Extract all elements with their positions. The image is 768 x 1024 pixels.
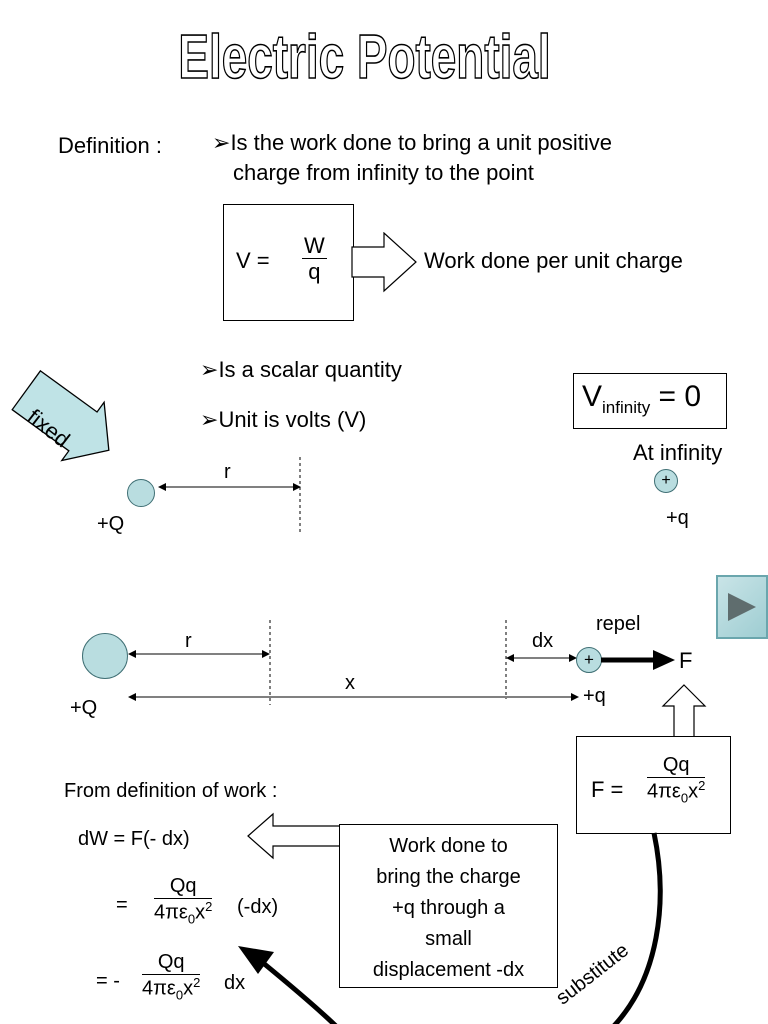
repel-label: repel bbox=[596, 613, 641, 635]
next-slide-button[interactable] bbox=[716, 575, 768, 639]
test-charge-label-1: +q bbox=[666, 507, 689, 529]
r-distance-arrow-1 bbox=[158, 457, 301, 533]
source-charge-label-2: +Q bbox=[70, 697, 98, 719]
work-line-2-suffix: (-dx) bbox=[237, 896, 279, 918]
formula-denominator: q bbox=[308, 259, 321, 285]
work-line-3-suffix: dx bbox=[224, 972, 246, 994]
definition-text-1: Is the work done to bring a unit positiv… bbox=[230, 130, 612, 155]
hollow-arrow-right-icon bbox=[351, 232, 417, 293]
source-charge-ball-2 bbox=[82, 633, 128, 679]
bullet-marker: ➢ bbox=[212, 130, 231, 155]
r-label-1: r bbox=[224, 461, 231, 483]
page-title: Electric Potential bbox=[178, 22, 551, 93]
work-note-text: Work done to bring the charge +q through… bbox=[372, 835, 525, 981]
formula-numerator: W bbox=[302, 233, 327, 260]
play-triangle-icon bbox=[728, 593, 756, 621]
definition-line-1: ➢Is the work done to bring a unit positi… bbox=[212, 130, 612, 156]
r-label-2: r bbox=[185, 630, 192, 652]
x-label: x bbox=[345, 672, 355, 694]
force-lhs: F = bbox=[591, 777, 624, 802]
work-line-1: dW = F(- dx) bbox=[78, 828, 190, 850]
v-infinity-box: Vinfinity = 0 bbox=[573, 373, 727, 429]
test-charge-label-2: +q bbox=[583, 685, 606, 707]
source-charge-label-1: +Q bbox=[97, 513, 125, 535]
work-note-box: Work done to bring the charge +q through… bbox=[339, 824, 558, 988]
bullet-scalar: ➢Is a scalar quantity bbox=[200, 357, 402, 382]
test-charge-ball-1: + bbox=[654, 469, 678, 493]
work-line-3-prefix: = - bbox=[96, 970, 120, 992]
source-charge-ball-1 bbox=[127, 479, 155, 507]
bullet-unit: ➢Unit is volts (V) bbox=[200, 407, 367, 432]
fixed-arrow-icon bbox=[11, 369, 110, 462]
v-infinity-equation: Vinfinity = 0 bbox=[582, 380, 702, 417]
at-infinity-label: At infinity bbox=[633, 440, 723, 465]
formula-lhs: V = bbox=[236, 248, 270, 273]
definition-line-2: charge from infinity to the point bbox=[233, 160, 534, 185]
distance-arrows-2 bbox=[128, 620, 579, 705]
force-label: F bbox=[679, 648, 693, 673]
definition-label: Definition : bbox=[58, 133, 162, 158]
work-heading: From definition of work : bbox=[64, 780, 278, 802]
force-arrow-icon bbox=[601, 650, 675, 670]
formula-description: Work done per unit charge bbox=[424, 248, 683, 273]
work-line-2-prefix: = bbox=[116, 894, 128, 916]
dx-label: dx bbox=[532, 630, 554, 652]
